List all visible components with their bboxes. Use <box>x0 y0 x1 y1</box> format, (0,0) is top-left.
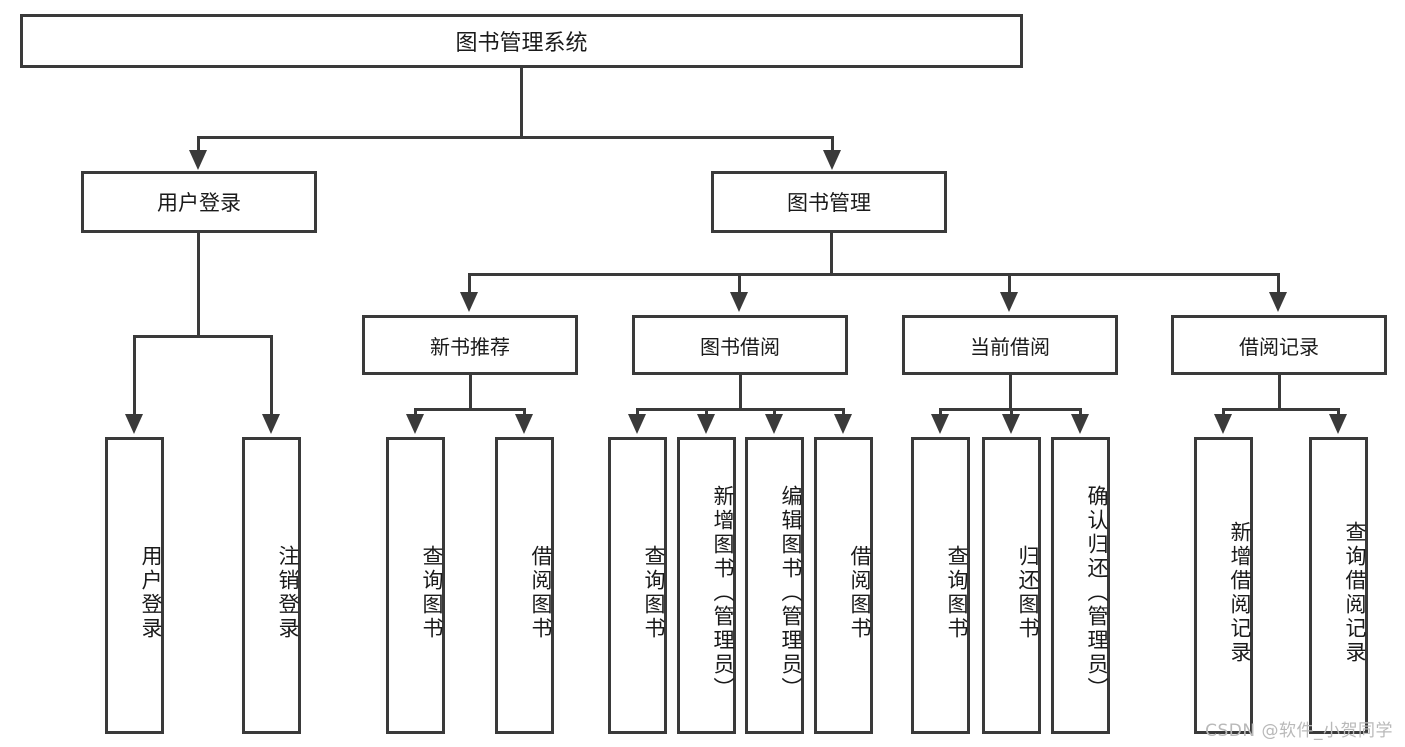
leaf-book-borrow-query-book[interactable]: 查询图书 <box>608 437 667 734</box>
leaf-label: 查询图书 <box>642 544 666 641</box>
leaf-label: 编辑图书（管理员） <box>779 484 803 701</box>
node-current-borrow-label: 当前借阅 <box>970 334 1050 359</box>
node-current-borrow[interactable]: 当前借阅 <box>902 315 1118 375</box>
connector-user-login-stem <box>197 233 200 335</box>
connector-book-manage-bar <box>468 273 1280 276</box>
arrow-current-borrow-leaf-3 <box>1071 414 1089 434</box>
leaf-label: 查询图书 <box>945 544 969 641</box>
leaf-book-borrow-edit-book[interactable]: 编辑图书（管理员） <box>745 437 804 734</box>
arrow-book-manage-to-new-book <box>460 292 478 312</box>
node-user-login-label: 用户登录 <box>157 191 241 215</box>
leaf-current-borrow-confirm-return[interactable]: 确认归还（管理员） <box>1051 437 1110 734</box>
connector-new-book-bar <box>414 408 526 411</box>
connector-user-login-branch-1 <box>133 335 136 420</box>
arrow-book-manage-to-current-borrow <box>1000 292 1018 312</box>
connector-root-to-user-login <box>197 136 200 161</box>
connector-user-login-branch-2 <box>270 335 273 420</box>
arrow-user-login-leaf-2 <box>262 414 280 434</box>
connector-root-stem <box>520 68 523 136</box>
leaf-label: 借阅图书 <box>529 544 553 641</box>
arrow-current-borrow-leaf-2 <box>1002 414 1020 434</box>
node-book-borrow-label: 图书借阅 <box>700 334 780 359</box>
node-borrow-record[interactable]: 借阅记录 <box>1171 315 1387 375</box>
leaf-new-book-borrow-book[interactable]: 借阅图书 <box>495 437 554 734</box>
node-root-label: 图书管理系统 <box>455 31 588 56</box>
leaf-new-book-query-book[interactable]: 查询图书 <box>386 437 445 734</box>
arrow-new-book-leaf-1 <box>406 414 424 434</box>
connector-new-book-stem <box>469 375 472 408</box>
node-borrow-record-label: 借阅记录 <box>1239 334 1319 359</box>
leaf-borrow-record-query-record[interactable]: 查询借阅记录 <box>1309 437 1368 734</box>
connector-current-borrow-stem <box>1009 375 1012 408</box>
leaf-current-borrow-return-book[interactable]: 归还图书 <box>982 437 1041 734</box>
arrow-user-login-leaf-1 <box>125 414 143 434</box>
leaf-label: 用户登录 <box>139 544 163 641</box>
connector-borrow-record-bar <box>1222 408 1340 411</box>
connector-book-manage-branch-3 <box>1008 273 1011 301</box>
leaf-current-borrow-query-book[interactable]: 查询图书 <box>911 437 970 734</box>
leaf-label: 查询图书 <box>420 544 444 641</box>
connector-root-to-book-manage <box>831 136 834 161</box>
connector-book-borrow-bar <box>636 408 845 411</box>
connector-user-login-bar <box>133 335 273 338</box>
node-new-book-recommend[interactable]: 新书推荐 <box>362 315 578 375</box>
leaf-label: 注销登录 <box>276 544 300 641</box>
connector-book-manage-stem <box>830 233 833 273</box>
node-book-manage-label: 图书管理 <box>787 191 871 215</box>
connector-book-manage-branch-4 <box>1277 273 1280 301</box>
leaf-book-borrow-add-book[interactable]: 新增图书（管理员） <box>677 437 736 734</box>
arrow-book-borrow-leaf-3 <box>765 414 783 434</box>
leaf-user-login-logout[interactable]: 注销登录 <box>242 437 301 734</box>
node-root-system[interactable]: 图书管理系统 <box>20 14 1023 68</box>
arrow-root-to-user-login <box>189 150 207 170</box>
watermark-text: CSDN @软件_小贺同学 <box>1205 721 1393 741</box>
arrow-root-to-book-manage <box>823 150 841 170</box>
arrow-book-borrow-leaf-4 <box>834 414 852 434</box>
arrow-book-borrow-leaf-2 <box>697 414 715 434</box>
connector-book-manage-branch-1 <box>468 273 471 301</box>
leaf-book-borrow-borrow-book[interactable]: 借阅图书 <box>814 437 873 734</box>
arrow-current-borrow-leaf-1 <box>931 414 949 434</box>
leaf-label: 归还图书 <box>1016 544 1040 641</box>
leaf-label: 确认归还（管理员） <box>1085 484 1109 701</box>
connector-borrow-record-stem <box>1278 375 1281 408</box>
leaf-user-login-login[interactable]: 用户登录 <box>105 437 164 734</box>
arrow-borrow-record-leaf-1 <box>1214 414 1232 434</box>
arrow-book-manage-to-book-borrow <box>730 292 748 312</box>
node-book-manage[interactable]: 图书管理 <box>711 171 947 233</box>
connector-root-bar <box>197 136 834 139</box>
connector-book-borrow-stem <box>739 375 742 408</box>
node-user-login[interactable]: 用户登录 <box>81 171 317 233</box>
arrow-new-book-leaf-2 <box>515 414 533 434</box>
leaf-label: 借阅图书 <box>848 544 872 641</box>
arrow-borrow-record-leaf-2 <box>1329 414 1347 434</box>
arrow-book-manage-to-borrow-record <box>1269 292 1287 312</box>
leaf-borrow-record-add-record[interactable]: 新增借阅记录 <box>1194 437 1253 734</box>
connector-book-manage-branch-2 <box>738 273 741 301</box>
node-new-book-recommend-label: 新书推荐 <box>430 334 510 359</box>
arrow-book-borrow-leaf-1 <box>628 414 646 434</box>
node-book-borrow[interactable]: 图书借阅 <box>632 315 848 375</box>
leaf-label: 新增图书（管理员） <box>711 484 735 701</box>
leaf-label: 新增借阅记录 <box>1228 520 1252 665</box>
leaf-label: 查询借阅记录 <box>1343 520 1367 665</box>
